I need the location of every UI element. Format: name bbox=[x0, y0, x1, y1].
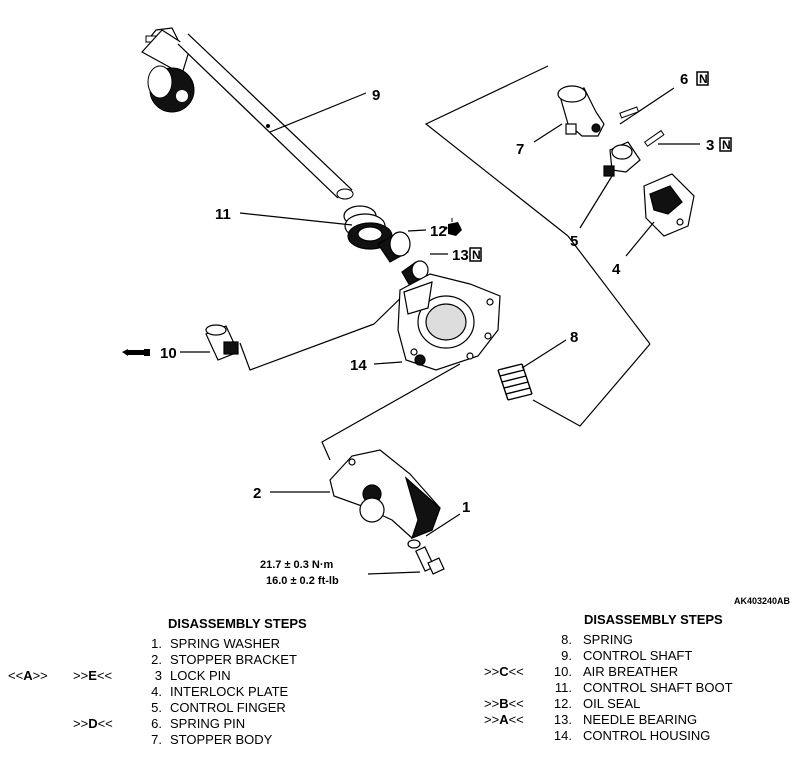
step-name: OIL SEAL bbox=[583, 696, 641, 711]
step-number: 2. bbox=[151, 652, 162, 667]
step-number: 12. bbox=[553, 696, 572, 711]
step-reference-mark: >>C<< bbox=[484, 664, 524, 679]
sealant-tube-icon bbox=[122, 349, 150, 356]
step-row: >>C<< 10. AIR BREATHER bbox=[420, 664, 800, 680]
spring-washer-part bbox=[407, 539, 421, 549]
torque-metric: 21.7 ± 0.3 N·m bbox=[260, 559, 334, 571]
spring-pin-part bbox=[619, 106, 640, 119]
step-reference-mark: >>D<< bbox=[73, 716, 113, 731]
steps-list-left: 1. SPRING WASHER 2. STOPPER BRACKET <<A>> >>E… bbox=[0, 636, 420, 748]
callout-4: 4 bbox=[612, 261, 621, 278]
step-number: 13. bbox=[553, 712, 572, 727]
callout-9: 9 bbox=[372, 87, 380, 104]
step-row: <<A>> >>E<< 3 LOCK PIN bbox=[0, 668, 420, 684]
stopper-bracket-part bbox=[329, 449, 441, 540]
step-row: 14. CONTROL HOUSING bbox=[420, 728, 800, 744]
step-number: 8. bbox=[561, 632, 572, 647]
step-name: LOCK PIN bbox=[170, 668, 231, 683]
steps-header-right: DISASSEMBLY STEPS bbox=[584, 612, 723, 627]
step-row: 8. SPRING bbox=[420, 632, 800, 648]
step-row: >>B<< 12. OIL SEAL bbox=[420, 696, 800, 712]
interlock-plate-part bbox=[643, 173, 695, 237]
exploded-view-diagram: 9 11 12 13 10 14 6 7 3 5 4 8 2 1 N N N 2… bbox=[122, 27, 732, 587]
step-number: 3 bbox=[154, 668, 162, 683]
step-reference-mark: >>A<< bbox=[484, 712, 524, 727]
step-reference-mark: >>E<< bbox=[73, 668, 113, 683]
callout-1: 1 bbox=[462, 499, 470, 516]
spring-part bbox=[497, 363, 533, 401]
step-name: NEEDLE BEARING bbox=[583, 712, 698, 727]
step-row: 2. STOPPER BRACKET bbox=[0, 652, 420, 668]
step-number: 10. bbox=[553, 664, 572, 679]
step-row: >>A<< 13. NEEDLE BEARING bbox=[420, 712, 800, 728]
new-mark-3: N bbox=[722, 138, 731, 152]
steps-list-right: 8. SPRING 9. CONTROL SHAFT >>C<< 10. AIR BREAT… bbox=[420, 632, 800, 744]
step-name: SPRING bbox=[583, 632, 633, 647]
callout-2: 2 bbox=[253, 485, 261, 502]
step-reference-mark: >>B<< bbox=[484, 696, 524, 711]
step-name: CONTROL SHAFT BOOT bbox=[583, 680, 733, 695]
callout-8: 8 bbox=[570, 329, 578, 346]
oil-seal-part bbox=[377, 231, 411, 263]
figure-id: AK403240AB bbox=[733, 596, 790, 606]
air-breather-part bbox=[205, 324, 239, 361]
step-name: SPRING WASHER bbox=[170, 636, 281, 651]
stopper-body-part bbox=[557, 85, 605, 137]
step-number: 1. bbox=[151, 636, 162, 651]
callout-6: 6 bbox=[680, 71, 688, 88]
step-name: CONTROL FINGER bbox=[170, 700, 286, 715]
step-row: 11. CONTROL SHAFT BOOT bbox=[420, 680, 800, 696]
step-number: 14. bbox=[553, 728, 572, 743]
control-shaft-boot-part bbox=[343, 205, 393, 250]
step-row: 5. CONTROL FINGER bbox=[0, 700, 420, 716]
step-row: 1. SPRING WASHER bbox=[0, 636, 420, 652]
step-name: STOPPER BRACKET bbox=[170, 652, 297, 667]
step-row: 9. CONTROL SHAFT bbox=[420, 648, 800, 664]
step-number: 7. bbox=[151, 732, 162, 747]
step-number: 11. bbox=[554, 680, 572, 695]
step-reference-mark: <<A>> bbox=[8, 668, 48, 683]
callout-labels: 9 11 12 13 10 14 6 7 3 5 4 8 2 1 bbox=[160, 71, 714, 516]
step-name: SPRING PIN bbox=[170, 716, 246, 731]
callout-3: 3 bbox=[706, 137, 714, 154]
step-row: 4. INTERLOCK PLATE bbox=[0, 684, 420, 700]
step-name: CONTROL HOUSING bbox=[583, 728, 711, 743]
new-part-markers: N N N bbox=[469, 71, 732, 262]
step-row: 7. STOPPER BODY bbox=[0, 732, 420, 748]
steps-header-left: DISASSEMBLY STEPS bbox=[168, 616, 307, 631]
callout-11: 11 bbox=[215, 206, 231, 223]
step-row: >>D<< 6. SPRING PIN bbox=[0, 716, 420, 732]
bolt-part bbox=[415, 546, 445, 575]
callout-12: 12 bbox=[430, 223, 447, 240]
control-shaft-part bbox=[141, 27, 354, 200]
step-name: CONTROL SHAFT bbox=[583, 648, 693, 663]
step-number: 9. bbox=[561, 648, 572, 663]
control-finger-part bbox=[603, 141, 641, 177]
callout-7: 7 bbox=[516, 141, 524, 158]
callout-14: 14 bbox=[350, 357, 367, 374]
callout-13: 13 bbox=[452, 247, 469, 264]
step-name: STOPPER BODY bbox=[170, 732, 273, 747]
grease-icon bbox=[444, 218, 462, 236]
step-number: 4. bbox=[151, 684, 162, 699]
torque-imperial: 16.0 ± 0.2 ft-lb bbox=[266, 575, 339, 587]
new-mark-13: N bbox=[472, 248, 481, 262]
step-name: INTERLOCK PLATE bbox=[170, 684, 289, 699]
control-housing-part bbox=[397, 273, 501, 371]
step-name: AIR BREATHER bbox=[583, 664, 679, 679]
step-number: 5. bbox=[151, 700, 162, 715]
lock-pin-part bbox=[643, 129, 665, 147]
callout-5: 5 bbox=[570, 233, 578, 250]
step-number: 6. bbox=[151, 716, 162, 731]
new-mark-6: N bbox=[699, 72, 708, 86]
callout-10: 10 bbox=[160, 345, 177, 362]
